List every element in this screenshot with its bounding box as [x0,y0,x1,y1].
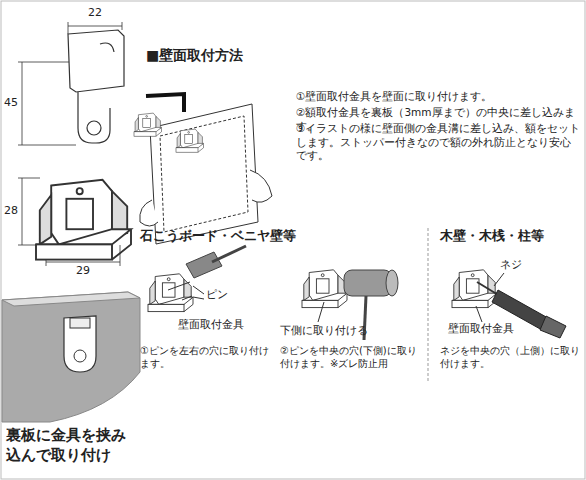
step-note: ①壁面取付金具を壁面に取り付けます。 [296,90,581,104]
step-note: ①ピンを左右の穴に取り付けます。 [140,344,275,370]
part-label: 壁面取付金具 [178,318,244,332]
part-label: 壁面取付金具 [448,322,514,336]
part-label: ピン [206,288,228,302]
dimension: 22 [88,6,102,20]
step-note: ③イラストの様に壁面側の金具溝に差し込み、額をセットします。ストッパー付きなので… [296,122,581,163]
section-title: ■壁面取付方法 [146,46,243,64]
part-label: 下側に取り付ける [280,324,368,338]
dimension: 29 [76,264,90,278]
caption-note: 裏板に金具を挟み込んで取り付け [6,426,140,465]
separator [428,228,429,382]
frame-hook [68,30,124,143]
part-label: ネジ [500,258,522,272]
step-note: ②ピンを中央の穴(下側)に取り付けます。※ズレ防止用 [280,344,420,370]
pin-scene [148,246,246,312]
dimension: 45 [4,96,18,110]
frame-mounting-scene [134,94,272,244]
back-board [2,292,140,422]
wall-bracket [36,180,131,260]
section-heading: 石こうボード・ベニヤ壁等 [140,228,420,245]
section-heading: 木壁・木桟・柱等 [440,228,580,245]
step-note: ネジを中央の穴（上側）に取り付けます。 [440,344,580,370]
dimension: 28 [4,204,18,218]
